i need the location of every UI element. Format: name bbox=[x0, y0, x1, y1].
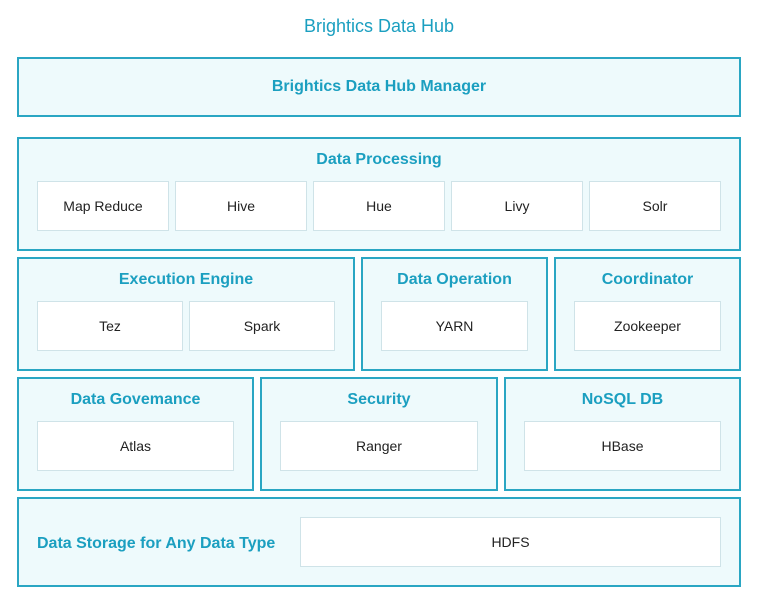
component-solr: Solr bbox=[589, 181, 721, 231]
component-livy: Livy bbox=[451, 181, 583, 231]
coordinator-panel: Coordinator Zookeeper bbox=[554, 257, 741, 371]
component-ranger: Ranger bbox=[280, 421, 478, 471]
nosql-db-title: NoSQL DB bbox=[581, 391, 664, 408]
component-hue: Hue bbox=[313, 181, 445, 231]
component-tez: Tez bbox=[37, 301, 183, 351]
execution-engine-title: Execution Engine bbox=[118, 271, 254, 288]
manager-panel: Brightics Data Hub Manager bbox=[17, 57, 741, 117]
data-processing-title: Data Processing bbox=[316, 151, 442, 168]
data-storage-panel: Data Storage for Any Data Type HDFS bbox=[17, 497, 741, 587]
execution-engine-panel: Execution Engine Tez Spark bbox=[17, 257, 355, 371]
manager-label: Brightics Data Hub Manager bbox=[271, 78, 487, 95]
component-hbase: HBase bbox=[524, 421, 721, 471]
data-storage-label: Data Storage for Any Data Type bbox=[37, 535, 276, 552]
component-yarn: YARN bbox=[381, 301, 528, 351]
data-governance-title: Data Govemance bbox=[70, 391, 201, 408]
data-operation-panel: Data Operation YARN bbox=[361, 257, 548, 371]
component-map-reduce: Map Reduce bbox=[37, 181, 169, 231]
data-operation-title: Data Operation bbox=[397, 271, 512, 288]
data-processing-panel: Data Processing Map Reduce Hive Hue Livy… bbox=[17, 137, 741, 251]
security-panel: Security Ranger bbox=[260, 377, 498, 491]
component-hive: Hive bbox=[175, 181, 307, 231]
security-title: Security bbox=[347, 391, 411, 408]
coordinator-title: Coordinator bbox=[601, 271, 694, 288]
page-title: Brightics Data Hub bbox=[303, 16, 455, 36]
component-atlas: Atlas bbox=[37, 421, 234, 471]
data-governance-panel: Data Govemance Atlas bbox=[17, 377, 254, 491]
nosql-db-panel: NoSQL DB HBase bbox=[504, 377, 741, 491]
component-hdfs: HDFS bbox=[300, 517, 721, 567]
component-zookeeper: Zookeeper bbox=[574, 301, 721, 351]
component-spark: Spark bbox=[189, 301, 335, 351]
